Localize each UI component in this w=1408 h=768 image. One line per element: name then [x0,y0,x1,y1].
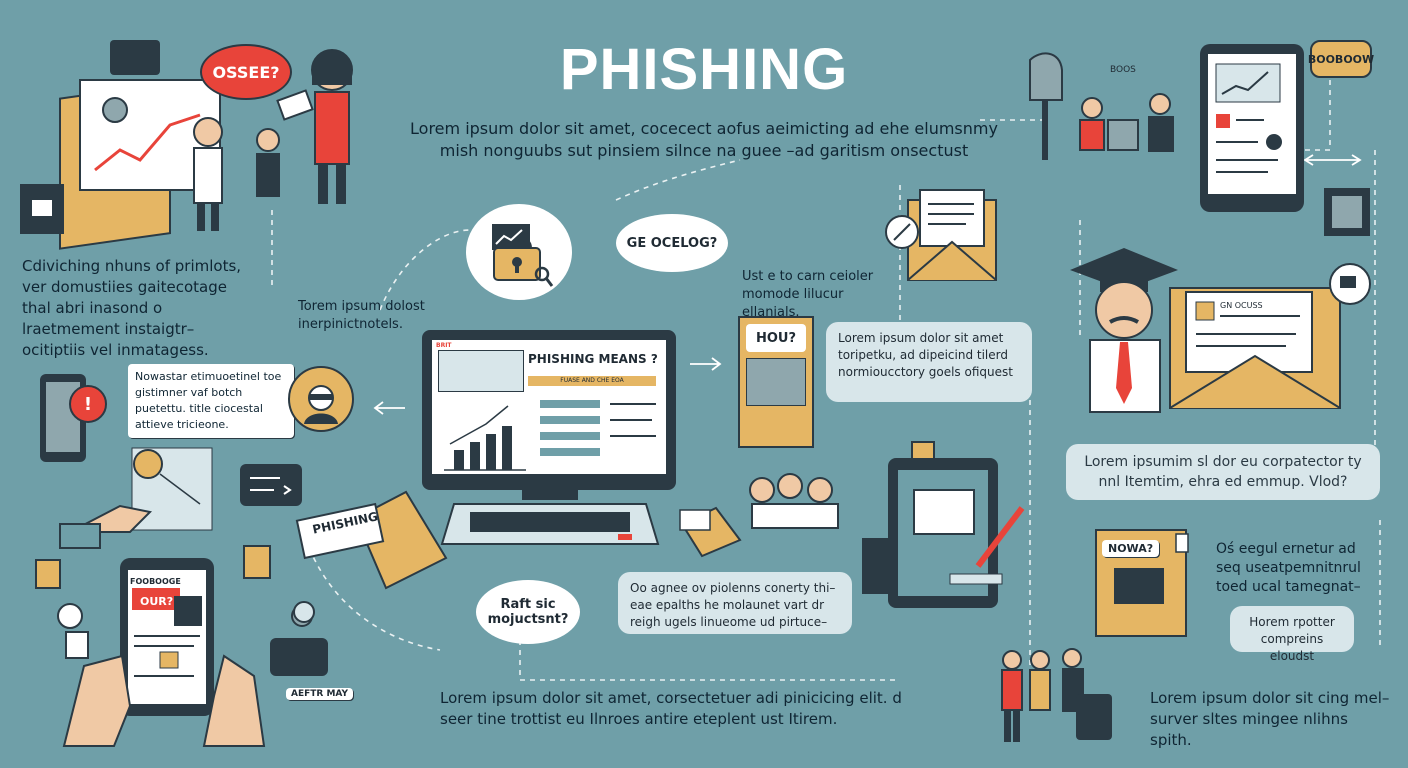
screen-header: PHISHING MEANS ? [528,352,658,366]
center-left-label: Torem ipsum dolost inerpinictnotels. [298,299,425,332]
top-right-badge: BOOBOOW [1308,40,1374,78]
ge-ocelog-bubble: GE OCELOG? [616,214,728,272]
folded-paper-icon [679,506,742,558]
screen-menu-label: BRIT [436,342,452,349]
letter-heading: GN OCUSS [1220,301,1263,310]
hou-label: HOU? [746,324,806,352]
monitor-screen: BRIT PHISHING MEANS ? FUASE AND CHE EOA [432,340,666,474]
terminal-icon [240,464,302,506]
bag-tag: AEFTR MAY [286,688,354,700]
padlock-icon [492,224,554,287]
people-illustration [193,49,353,231]
office-workers-illustration: BOOS [1029,52,1174,160]
left-card: Nowastar etimuoetinel toe gistimner vaf … [128,364,294,438]
svg-text:!: ! [84,394,92,415]
tablet-pen-illustration [862,441,1025,608]
travelers-illustration [1001,648,1112,742]
hou-photo [746,358,806,406]
safe-box-icon [1324,188,1370,236]
page-title: PHISHING [559,37,849,102]
screen-browser-thumb [438,350,524,392]
left-info-text: Cdiviching nhuns of primlots, ver domust… [22,257,242,359]
nowa-label: NOWA? [1102,540,1160,557]
bags-icons [35,545,313,659]
page-subtitle: Lorem ipsum dolor sit amet, cocecect aof… [410,119,998,160]
computer-monitor: BRIT PHISHING MEANS ? FUASE AND CHE EOA [422,330,676,490]
alert-phone-illustration: ! [40,374,107,462]
laptop-keyboard [440,490,660,545]
screen-subheader: FUASE AND CHE EOA [528,376,656,386]
group-faces-illustration [749,473,839,529]
envelope-illustration [885,189,997,281]
screen-list-rows [540,400,656,456]
lock-bubble [466,204,572,300]
tablet-headline: BOOS [1110,65,1136,75]
right-small-card: Horem rpotter compreins eloudst [1230,606,1354,663]
center-card: Oo agnee ov piolenns conerty thi– eae ep… [618,572,852,634]
phone-bar-label: OUR? [140,595,174,608]
filing-box-icon [20,184,64,234]
hou-card: HOU? [738,316,814,448]
hacker-circle-icon [288,366,354,432]
phishing-card-hand [295,490,448,590]
bottom-right-text: Lorem ipsum dolor sit cing mel– surver s… [1150,689,1390,749]
camera-bag-icon [270,601,328,676]
right-highlight-card: Lorem ipsumim sl dor eu corpatector ty n… [1066,444,1380,500]
ossee-bubble: OSSEE? [200,44,292,100]
bottom-center-text: Lorem ipsum dolor sit amet, corsectetuer… [440,689,902,728]
raft-bubble: Raft sic mojuctsnt? [476,580,580,644]
graduate-illustration: GN OCUSS [1070,248,1371,413]
tablet-chart-illustration [1200,44,1304,212]
phone-top-label: FOOBOOGE [130,577,181,586]
right-mid-text: Oś eegul ernetur ad seq useatpemnitnrul … [1216,541,1361,595]
hand-target-illustration [59,447,213,549]
screen-bar-chart [444,405,526,471]
phone-in-hands [62,558,266,747]
mid-right-card: Lorem ipsum dolor sit amet toripetku, ad… [826,322,1032,402]
mid-upper-text: Ust e to carn ceioler momode lilucur ell… [742,269,874,320]
